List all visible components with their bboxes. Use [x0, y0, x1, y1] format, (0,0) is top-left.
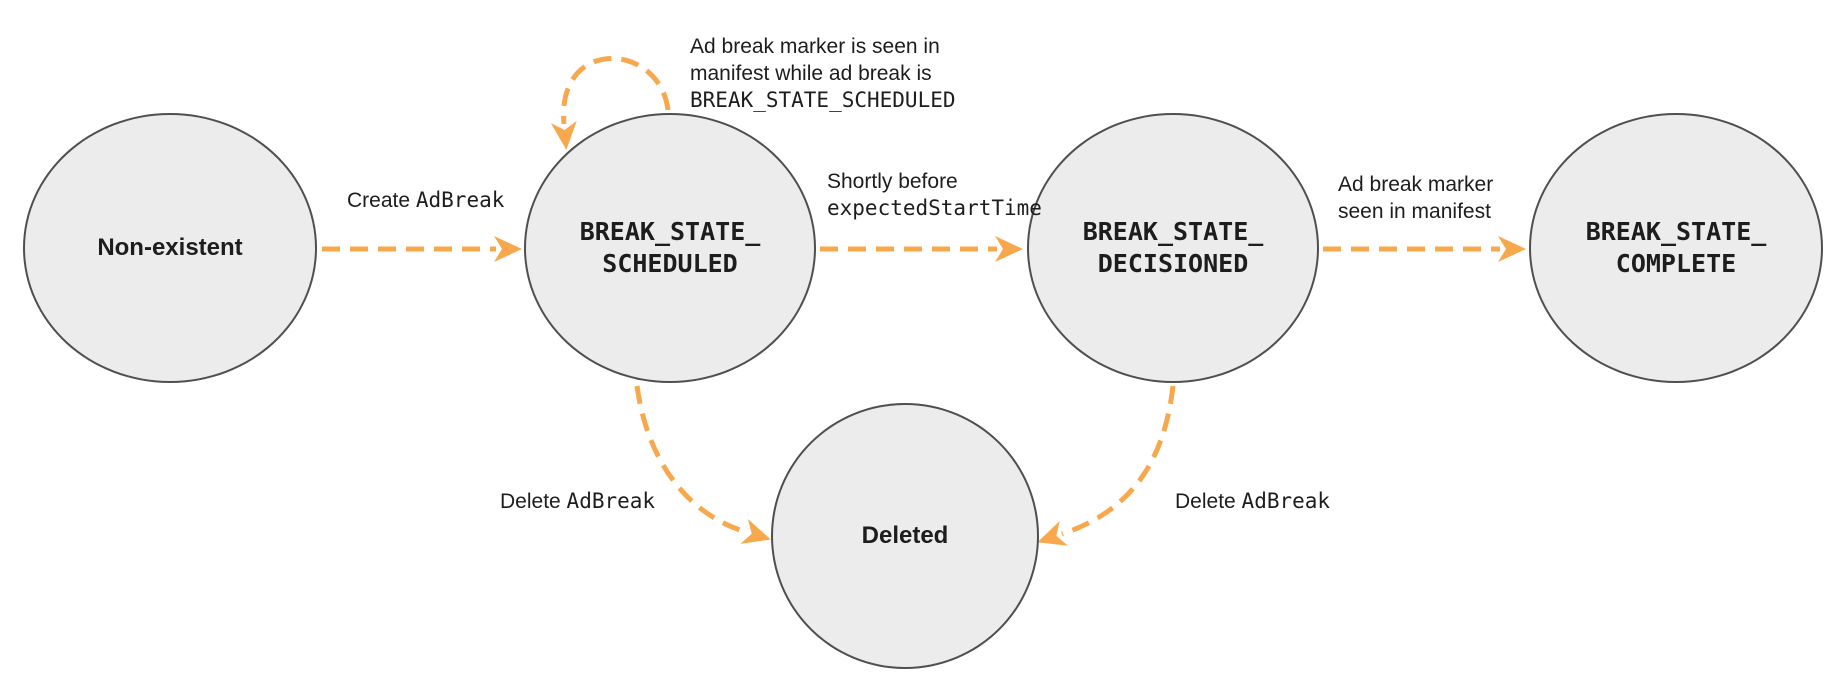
- state-label: BREAK_STATE_ SCHEDULED: [579, 216, 761, 279]
- label-code: AdBreak: [1241, 489, 1331, 513]
- label-text-line1: Ad break marker is seen in: [690, 35, 940, 58]
- label-text-line2: manifest while ad break is: [690, 62, 932, 85]
- transition-label-create: Create AdBreak: [347, 187, 504, 214]
- transition-label-before-start: Shortly before expectedStartTime: [827, 168, 1042, 222]
- label-text: Shortly before: [827, 170, 958, 193]
- label-code: AdBreak: [566, 489, 656, 513]
- transition-label-self-loop: Ad break marker is seen in manifest whil…: [690, 33, 956, 114]
- transition-label-marker-seen: Ad break marker seen in manifest: [1338, 171, 1493, 225]
- label-text: Create: [347, 189, 411, 212]
- arrow-delete-scheduled: [634, 385, 771, 544]
- label-text: Delete: [500, 490, 561, 513]
- state-deleted: Deleted: [771, 403, 1039, 669]
- state-break-state-complete: BREAK_STATE_ COMPLETE: [1529, 113, 1823, 383]
- arrow-delete-decisioned: [1037, 385, 1176, 546]
- state-non-existent: Non-existent: [23, 113, 317, 383]
- transition-label-delete-decisioned: Delete AdBreak: [1175, 488, 1330, 515]
- state-break-state-scheduled: BREAK_STATE_ SCHEDULED: [524, 113, 816, 383]
- state-break-state-decisioned: BREAK_STATE_ DECISIONED: [1027, 113, 1319, 383]
- state-label: BREAK_STATE_ DECISIONED: [1082, 216, 1264, 279]
- label-text-line2: seen in manifest: [1338, 200, 1491, 223]
- label-code: BREAK_STATE_SCHEDULED: [690, 88, 956, 112]
- label-text-line1: Ad break marker: [1338, 173, 1494, 196]
- arrow-self-loop: [550, 56, 671, 150]
- label-text: Delete: [1175, 490, 1236, 513]
- label-code: AdBreak: [415, 188, 505, 212]
- transition-label-delete-scheduled: Delete AdBreak: [500, 488, 655, 515]
- state-label: Non-existent: [97, 234, 243, 262]
- state-label: Deleted: [861, 522, 949, 550]
- label-code: expectedStartTime: [827, 196, 1042, 220]
- state-label: BREAK_STATE_ COMPLETE: [1585, 216, 1767, 279]
